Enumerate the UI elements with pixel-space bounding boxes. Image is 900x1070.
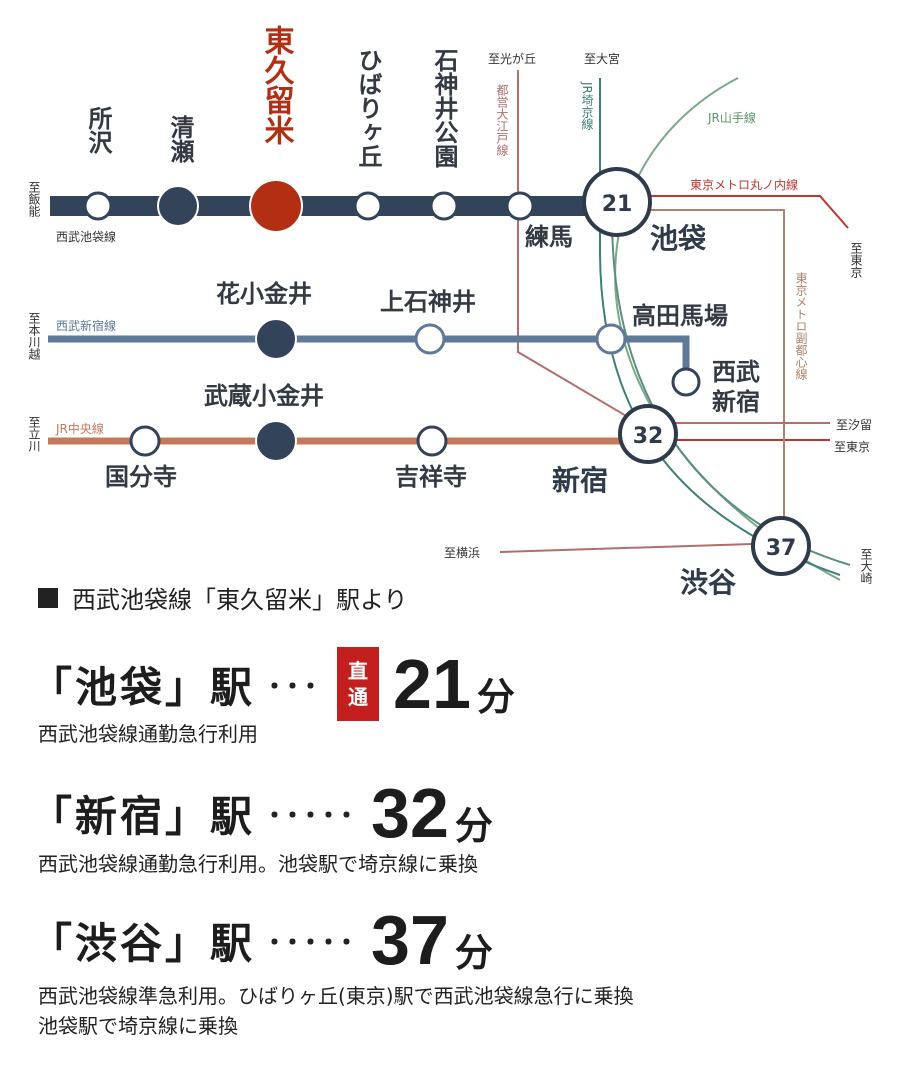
station-kiyose: [157, 185, 199, 227]
heading-row: 西武池袋線「東久留米」駅より: [38, 580, 408, 615]
station-kamishakujii: [414, 323, 446, 355]
label-tokorozawa: 所沢: [84, 106, 112, 155]
route-note: 西武池袋線準急利用。ひばりヶ丘(東京)駅で西武池袋線急行に乗換: [38, 984, 634, 1008]
label-kiyose: 清瀬: [166, 115, 194, 164]
label-seibu-shinjuku-1: 西武: [712, 358, 760, 386]
line-seibu-ikebukuro: 西武池袋線: [56, 229, 116, 244]
label-nerima: 練馬: [525, 223, 573, 251]
route-dest: 「池袋」駅: [30, 662, 256, 712]
label-shinjuku: 新宿: [552, 464, 608, 497]
route-minutes: 21: [393, 645, 471, 723]
line-marunouchi: 東京メトロ丸ノ内線: [690, 177, 798, 192]
route-map: 21 32 37 所沢 清瀬 東久留米 ひばりヶ丘 石神井公園 練馬 池袋 花小…: [27, 25, 873, 599]
station-hanakoganei: [255, 318, 297, 360]
toei-oedo-line: [517, 70, 651, 431]
badge-shibuya: 37: [766, 536, 797, 561]
line-seibu-shinjuku: 西武新宿線: [56, 318, 116, 333]
label-kokubunji: 国分寺: [105, 463, 177, 491]
dir-tachikawa: 至立川: [27, 416, 41, 452]
line-yamanote: JR山手線: [707, 110, 756, 125]
dir-hanno: 至飯能: [27, 181, 41, 217]
route-unit: 分: [454, 803, 493, 848]
dir-omiya: 至大宮: [584, 51, 620, 66]
station-seibu-shinjuku: [671, 367, 701, 397]
station-musashikoganei: [255, 420, 297, 462]
station-tokorozawa: [83, 191, 113, 221]
route-unit: 分: [476, 674, 515, 719]
label-shibuya: 渋谷: [680, 566, 737, 599]
route-dots: ･････: [267, 799, 358, 834]
route-minutes: 37: [371, 901, 449, 979]
station-hibarigaoka: [353, 191, 383, 221]
route-row-shinjuku: 「新宿」駅 ･････ 32 分: [30, 773, 493, 853]
station-nerima: [505, 191, 535, 221]
line-jr-chuo: JR中央線: [55, 421, 104, 436]
route-minutes: 32: [371, 774, 449, 852]
dir-tokyo-mid: 至東京: [834, 440, 870, 454]
route-dest: 「渋谷」駅: [30, 918, 256, 968]
hub-ikebukuro: [582, 167, 652, 237]
station-higashikurume: [249, 179, 303, 233]
label-higashikurume: 東久留米: [259, 25, 295, 145]
label-kichijoji: 吉祥寺: [395, 463, 467, 491]
dir-hikarigaoka: 至光が丘: [488, 51, 536, 66]
line-fukutoshin: 東京メトロ副都心線: [794, 272, 808, 380]
route-note-2: 池袋駅で埼京線に乗換: [38, 1014, 238, 1038]
route-row-shibuya: 「渋谷」駅 ･････ 37 分: [30, 900, 493, 980]
line-saikyo: JR埼京線: [580, 81, 594, 130]
station-kichijoji: [416, 425, 448, 457]
route-dots: ･････: [267, 926, 358, 961]
direct-badge-line1: 直: [348, 659, 369, 683]
label-hibarigaoka: ひばりヶ丘: [354, 48, 382, 168]
marunouchi-line: [640, 195, 849, 441]
station-shakujii-koen: [429, 191, 459, 221]
label-musashikoganei: 武蔵小金井: [204, 382, 324, 410]
direct-badge-line2: 通: [348, 685, 369, 709]
route-row-ikebukuro: 「池袋」駅 ･･･ 直 通 21 分: [30, 644, 515, 724]
label-takadanobaba: 高田馬場: [632, 302, 728, 330]
route-note: 西武池袋線通勤急行利用: [38, 722, 258, 746]
line-oedo: 都営大江戸線: [495, 84, 509, 156]
route-note: 西武池袋線通勤急行利用。池袋駅で埼京線に乗換: [38, 852, 478, 876]
jr-yamanote-line: [614, 77, 841, 581]
square-bullet-icon: [38, 587, 58, 608]
dir-tokyo-top: 至東京: [849, 242, 863, 279]
hub-shinjuku: [618, 404, 678, 464]
label-hanakoganei: 花小金井: [216, 280, 312, 308]
dir-osaki: 至大崎: [859, 548, 873, 584]
label-seibu-shinjuku-2: 新宿: [712, 388, 760, 416]
yokohama-line: [499, 543, 753, 553]
dir-yokohama: 至横浜: [444, 546, 480, 560]
heading: 西武池袋線「東久留米」駅より: [72, 586, 408, 614]
label-ikebukuro: 池袋: [650, 222, 707, 255]
direct-badge: 直 通: [337, 647, 380, 721]
route-unit: 分: [454, 930, 493, 975]
station-takadanobaba: [595, 323, 627, 355]
dir-honkawagoe: 至本川越: [27, 312, 41, 361]
hub-shibuya: [751, 516, 811, 576]
label-kamishakujii: 上石神井: [380, 288, 476, 316]
seibu-shinjuku-line: [48, 335, 690, 380]
station-kokubunji: [129, 425, 161, 457]
route-dots: ･･･: [267, 670, 322, 705]
badge-shinjuku: 32: [633, 424, 664, 449]
route-dest: 「新宿」駅: [30, 791, 256, 841]
badge-ikebukuro: 21: [602, 192, 633, 217]
label-shakujii-koen: 石神井公園: [430, 48, 459, 169]
dir-shiodome: 至汐留: [836, 417, 872, 432]
